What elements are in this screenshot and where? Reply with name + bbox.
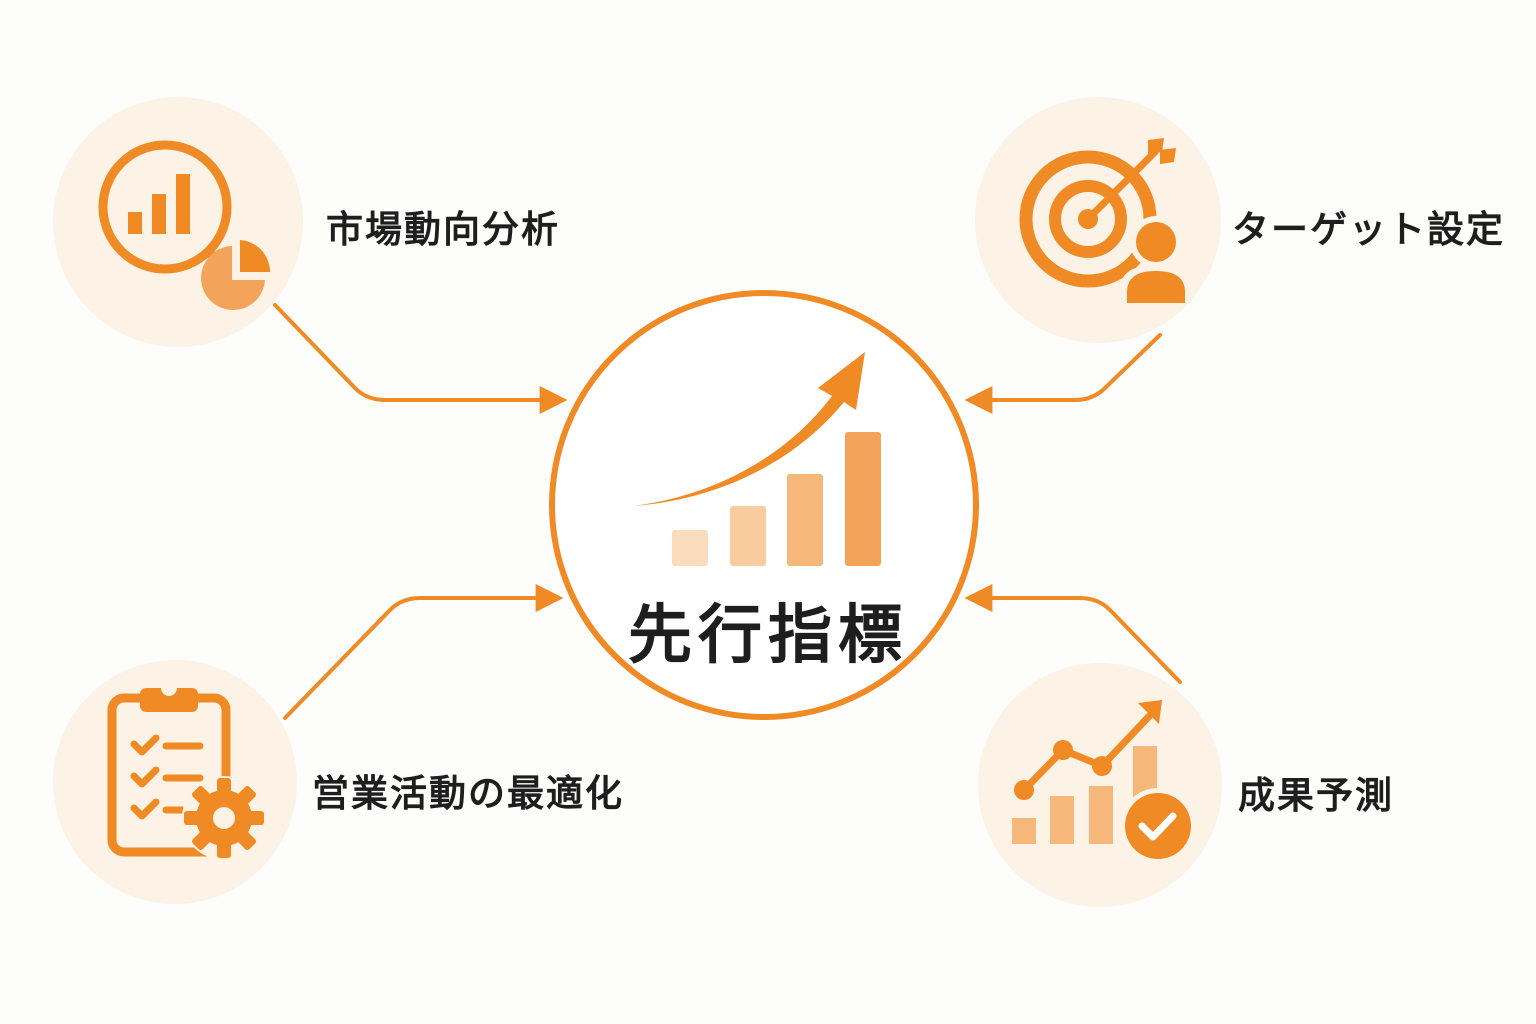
node-label-market-analysis: 市場動向分析 (326, 208, 560, 251)
node-result-forecast (978, 663, 1222, 907)
node-sales-optimization (53, 660, 297, 904)
magnifier-bar-chart-icon (98, 140, 271, 310)
target-person-icon (1019, 138, 1192, 303)
center-label: 先行指標 (628, 599, 908, 673)
arrow-market-to-center (273, 303, 568, 414)
trend-chart-check-icon (1012, 700, 1196, 864)
arrow-sales-to-center (283, 584, 564, 720)
node-label-sales-optimization: 営業活動の最適化 (312, 772, 624, 815)
clipboard-gear-icon (107, 680, 266, 860)
arrow-target-to-center (964, 333, 1162, 414)
center-hub (549, 290, 979, 720)
node-target-setting (975, 97, 1221, 343)
growth-chart-icon (633, 352, 881, 566)
node-label-target-setting: ターゲット設定 (1232, 208, 1505, 251)
connector-arrows (273, 303, 1182, 720)
node-label-result-forecast: 成果予測 (1238, 774, 1394, 817)
node-market-analysis (53, 97, 303, 347)
arrow-forecast-to-center (964, 584, 1182, 684)
